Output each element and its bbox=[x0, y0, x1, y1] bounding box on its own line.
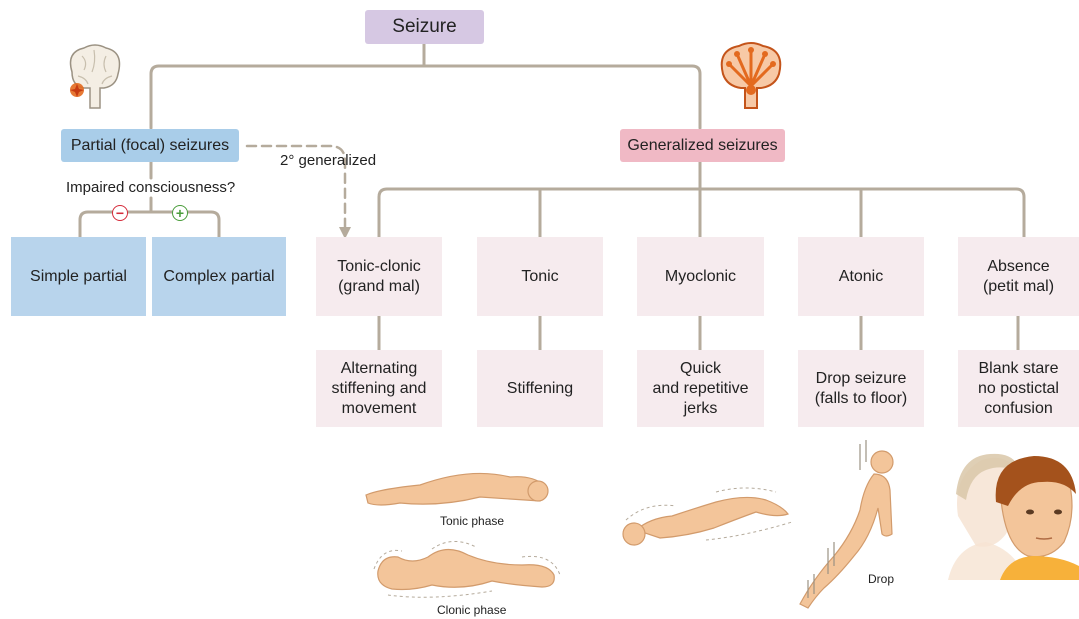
minus-sign-icon: − bbox=[112, 205, 128, 221]
description-line: Quick bbox=[680, 359, 721, 379]
tonic-name: Tonic bbox=[521, 267, 558, 287]
myoclonic-figure bbox=[616, 478, 796, 550]
secondary-generalized-label: 2° generalized bbox=[280, 152, 376, 169]
partial-seizures-box: Partial (focal) seizures bbox=[61, 129, 239, 162]
absence-description: Blank stare no postictal confusion bbox=[958, 350, 1079, 427]
description-line: Stiffening bbox=[507, 379, 573, 399]
absence-subname: (petit mal) bbox=[983, 277, 1054, 297]
tonic-description: Stiffening bbox=[477, 350, 603, 427]
atonic-box: Atonic bbox=[798, 237, 924, 316]
description-line: Alternating bbox=[341, 359, 418, 379]
drop-figure bbox=[794, 438, 914, 613]
seizure-root-box: Seizure bbox=[365, 10, 484, 44]
partial-seizures-label: Partial (focal) seizures bbox=[71, 136, 229, 156]
description-line: and repetitive bbox=[652, 379, 748, 399]
tonic-box: Tonic bbox=[477, 237, 603, 316]
absence-box: Absence (petit mal) bbox=[958, 237, 1079, 316]
generalized-seizures-label: Generalized seizures bbox=[627, 136, 777, 156]
tonic-phase-caption: Tonic phase bbox=[440, 514, 504, 528]
absence-name: Absence bbox=[987, 257, 1049, 277]
description-line: Drop seizure bbox=[816, 369, 907, 389]
tonic-clonic-subname: (grand mal) bbox=[338, 277, 420, 297]
description-line: stiffening and bbox=[332, 379, 427, 399]
generalized-seizures-box: Generalized seizures bbox=[620, 129, 785, 162]
atonic-description: Drop seizure (falls to floor) bbox=[798, 350, 924, 427]
simple-partial-label: Simple partial bbox=[30, 267, 127, 287]
plus-sign-icon: + bbox=[172, 205, 188, 221]
absence-faces-figure bbox=[946, 446, 1079, 582]
description-line: no postictal bbox=[978, 379, 1059, 399]
tonic-clonic-box: Tonic-clonic (grand mal) bbox=[316, 237, 442, 316]
simple-partial-box: Simple partial bbox=[11, 237, 146, 316]
generalized-brain-icon bbox=[717, 42, 785, 112]
seizure-root-label: Seizure bbox=[392, 17, 456, 37]
focal-brain-icon bbox=[64, 42, 126, 112]
tonic-clonic-description: Alternating stiffening and movement bbox=[316, 350, 442, 427]
description-line: confusion bbox=[984, 399, 1053, 419]
tonic-clonic-name: Tonic-clonic bbox=[337, 257, 421, 277]
complex-partial-label: Complex partial bbox=[163, 267, 274, 287]
description-line: Blank stare bbox=[978, 359, 1058, 379]
impaired-consciousness-question: Impaired consciousness? bbox=[66, 179, 235, 196]
myoclonic-description: Quick and repetitive jerks bbox=[637, 350, 764, 427]
description-line: jerks bbox=[684, 399, 718, 419]
description-line: movement bbox=[342, 399, 417, 419]
clonic-phase-figure bbox=[372, 535, 562, 603]
clonic-phase-caption: Clonic phase bbox=[437, 603, 506, 617]
complex-partial-box: Complex partial bbox=[152, 237, 286, 316]
tonic-phase-figure bbox=[360, 455, 560, 515]
atonic-name: Atonic bbox=[839, 267, 883, 287]
myoclonic-name: Myoclonic bbox=[665, 267, 736, 287]
drop-caption: Drop bbox=[868, 572, 894, 586]
myoclonic-box: Myoclonic bbox=[637, 237, 764, 316]
description-line: (falls to floor) bbox=[815, 389, 907, 409]
